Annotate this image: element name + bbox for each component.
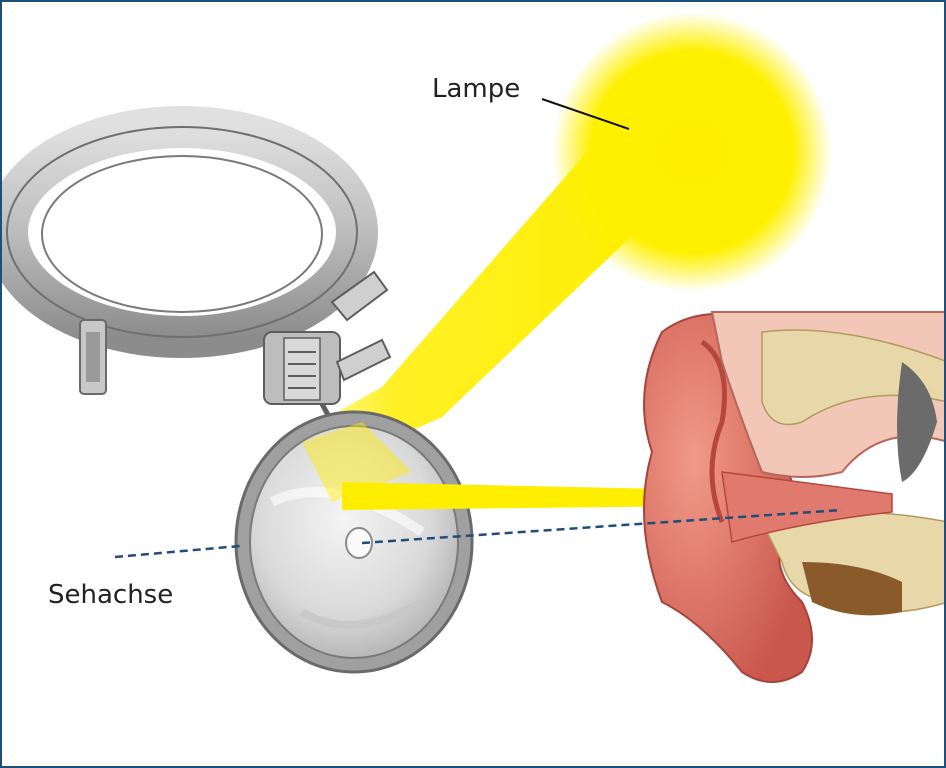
ear-cross-section (644, 312, 946, 682)
lamp-icon (552, 12, 832, 292)
visual-axis-label: Sehachse (48, 580, 173, 610)
visual-axis-line-left (115, 546, 240, 557)
lamp-label: Lampe (432, 74, 520, 104)
